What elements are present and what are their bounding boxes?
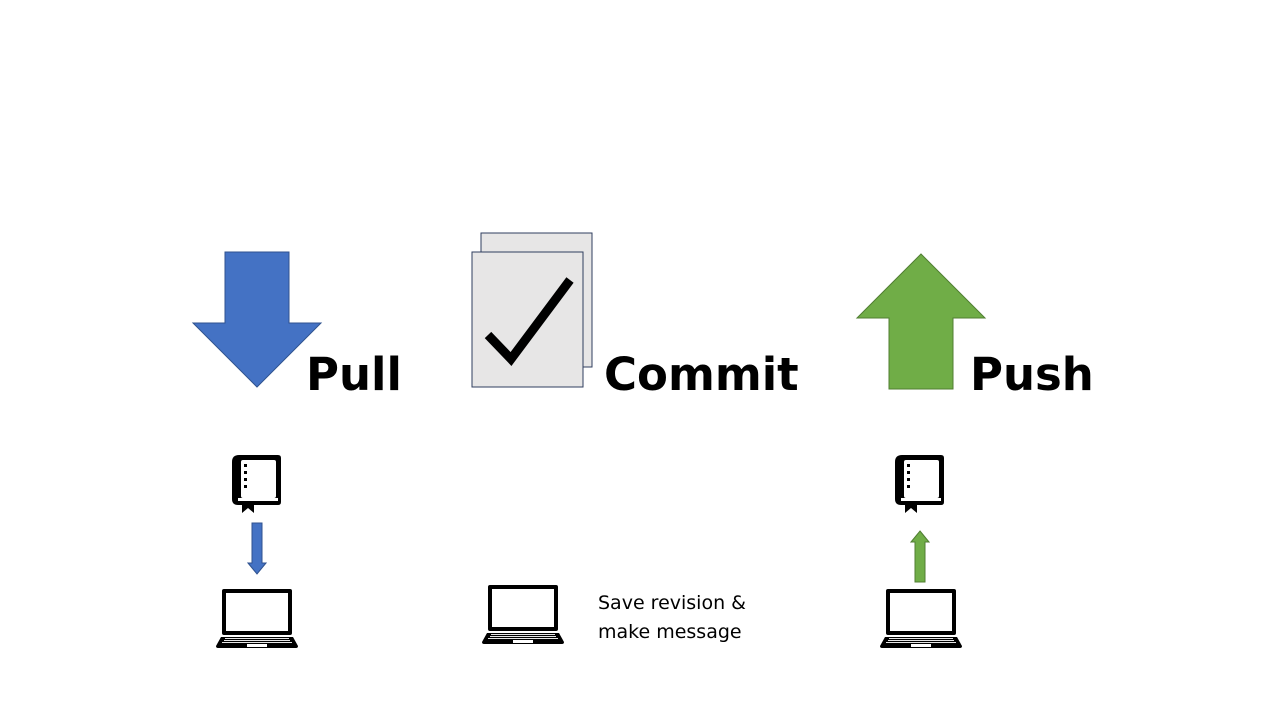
commit-laptop-icon [482, 585, 564, 644]
commit-note: Save revision & make message [598, 589, 746, 647]
commit-label: Commit [604, 348, 799, 401]
pull-down-arrow-icon [191, 251, 323, 388]
pull-small-down-arrow-icon [247, 522, 267, 575]
commit-checked-document-icon [471, 232, 593, 388]
pull-label: Pull [306, 348, 402, 401]
push-up-arrow-icon [855, 253, 987, 390]
push-laptop-icon [880, 589, 962, 648]
pull-repository-book-icon [232, 455, 281, 513]
push-label: Push [970, 348, 1094, 401]
pull-laptop-icon [216, 589, 298, 648]
commit-note-line-2: make message [598, 621, 742, 643]
commit-note-line-1: Save revision & [598, 592, 746, 614]
push-repository-book-icon [895, 455, 944, 513]
push-small-up-arrow-icon [910, 530, 930, 583]
